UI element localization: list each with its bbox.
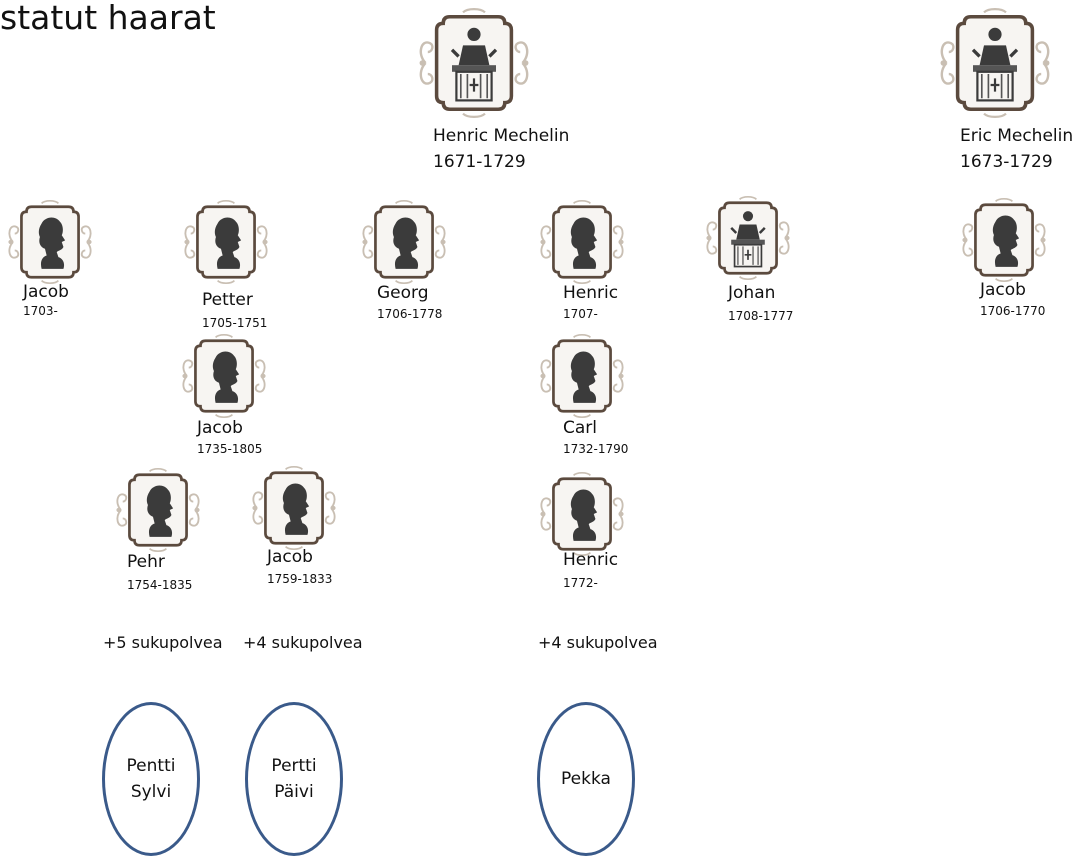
person-name: Jacob xyxy=(980,280,1026,300)
silhouette-portrait-icon xyxy=(962,198,1046,282)
person-years: 1708-1777 xyxy=(728,309,794,323)
person-pehr-1754 xyxy=(116,468,200,552)
person-jacob-1703 xyxy=(8,200,92,284)
person-name: Jacob xyxy=(197,418,243,438)
person-eric-mechelin-1673 xyxy=(940,8,1050,118)
person-henric-mechelin-1671 xyxy=(419,8,529,118)
descendant-oval: Pentti Sylvi xyxy=(102,702,200,856)
person-georg-1706 xyxy=(362,200,446,284)
person-name: Jacob xyxy=(267,547,313,567)
descendant-name: Sylvi xyxy=(130,782,172,802)
person-years: 1759-1833 xyxy=(267,572,333,586)
person-name: Jacob xyxy=(23,282,69,302)
person-years: 1707- xyxy=(563,307,598,321)
person-years: 1673-1729 xyxy=(960,152,1053,172)
priest-portrait-icon xyxy=(940,8,1050,118)
silhouette-portrait-icon xyxy=(540,334,624,418)
descendant-oval: Pekka xyxy=(537,702,635,856)
page-title: statut haarat xyxy=(0,0,216,37)
silhouette-portrait-icon xyxy=(540,472,624,556)
person-name: Carl xyxy=(563,418,597,438)
person-name: Henric xyxy=(563,550,619,570)
generation-note: +4 sukupolvea xyxy=(243,633,363,652)
person-years: 1706-1778 xyxy=(377,307,443,321)
priest-portrait-icon xyxy=(706,196,790,280)
person-name: Georg xyxy=(377,283,429,303)
generation-note: +5 sukupolvea xyxy=(103,633,223,652)
person-henric-1707 xyxy=(540,200,624,284)
person-jacob-1735 xyxy=(182,334,266,418)
person-years: 1735-1805 xyxy=(197,442,263,456)
person-johan-1708 xyxy=(706,196,790,280)
person-years: 1705-1751 xyxy=(202,316,268,330)
generation-note: +4 sukupolvea xyxy=(538,633,658,652)
descendant-oval: Pertti Päivi xyxy=(245,702,343,856)
person-years: 1772- xyxy=(563,576,598,590)
person-jacob-1759 xyxy=(252,466,336,550)
silhouette-portrait-icon xyxy=(252,466,336,550)
person-name: Henric Mechelin xyxy=(433,126,570,146)
descendant-name: Pekka xyxy=(561,769,611,789)
silhouette-portrait-icon xyxy=(184,200,268,284)
person-carl-1732 xyxy=(540,334,624,418)
silhouette-portrait-icon xyxy=(8,200,92,284)
silhouette-portrait-icon xyxy=(116,468,200,552)
silhouette-portrait-icon xyxy=(182,334,266,418)
silhouette-portrait-icon xyxy=(540,200,624,284)
person-years: 1703- xyxy=(23,304,58,318)
descendant-name: Pertti xyxy=(271,756,317,776)
descendant-name: Päivi xyxy=(274,782,314,802)
person-years: 1671-1729 xyxy=(433,152,526,172)
person-name: Johan xyxy=(728,283,776,303)
silhouette-portrait-icon xyxy=(362,200,446,284)
person-name: Henric xyxy=(563,283,619,303)
descendant-name: Pentti xyxy=(126,756,176,776)
person-years: 1706-1770 xyxy=(980,304,1046,318)
person-petter-1705 xyxy=(184,200,268,284)
person-name: Pehr xyxy=(127,552,165,572)
person-name: Petter xyxy=(202,290,253,310)
person-years: 1754-1835 xyxy=(127,578,193,592)
person-years: 1732-1790 xyxy=(563,442,629,456)
priest-portrait-icon xyxy=(419,8,529,118)
person-jacob-1706 xyxy=(962,198,1046,282)
person-name: Eric Mechelin xyxy=(960,126,1074,146)
person-henric-1772 xyxy=(540,472,624,556)
